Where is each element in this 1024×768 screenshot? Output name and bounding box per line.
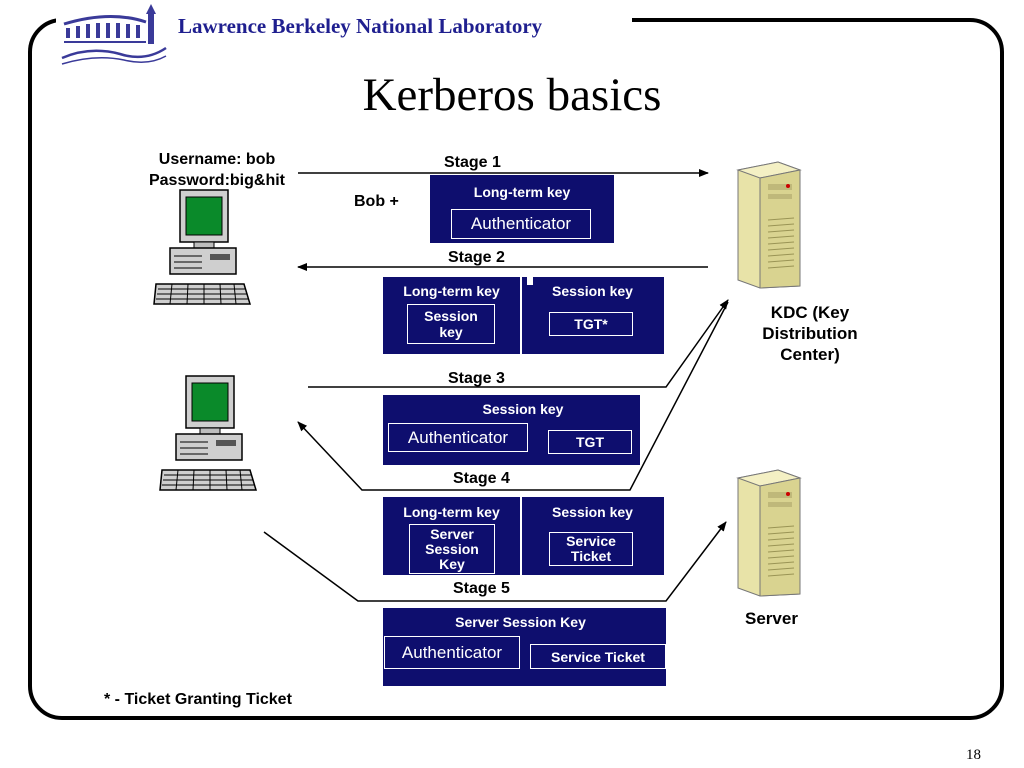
message-2-box: Long-term key Session key Session key TG… <box>383 277 664 354</box>
message-5-header: Server Session Key <box>455 614 586 630</box>
stage-5-label: Stage 5 <box>453 580 510 597</box>
message-2-right-header: Session key <box>552 283 633 299</box>
message-5-service-ticket: Service Ticket <box>530 644 666 669</box>
footnote: * - Ticket Granting Ticket <box>104 691 292 708</box>
client-computer-icon <box>152 188 252 308</box>
arrow-stage3 <box>308 299 729 388</box>
stage-3-label: Stage 3 <box>448 370 505 387</box>
message-4-divider <box>520 497 522 575</box>
message-4-server-session-key: Server Session Key <box>409 524 495 574</box>
message-4-right-header: Session key <box>552 504 633 520</box>
client-computer-icon-2 <box>158 374 258 494</box>
lbnl-logo-graphic <box>61 4 167 65</box>
message-3-box: Session key Authenticator TGT <box>383 395 640 465</box>
message-2-tgt: TGT* <box>549 312 633 336</box>
server-tower-icon <box>736 469 802 597</box>
message-1-authenticator: Authenticator <box>451 209 591 239</box>
stage-2-label: Stage 2 <box>448 249 505 266</box>
lbnl-logo <box>60 2 168 68</box>
computer-icon <box>159 375 258 491</box>
stage-1-label: Stage 1 <box>444 154 501 171</box>
message-4-service-ticket: Service Ticket <box>549 532 633 566</box>
arrow-stage4 <box>297 301 729 491</box>
message-3-authenticator: Authenticator <box>388 423 528 452</box>
bob-label: Bob + <box>354 193 399 210</box>
message-4-left-header: Long-term key <box>403 504 500 520</box>
message-5-authenticator: Authenticator <box>384 636 520 669</box>
arrow-stage5 <box>263 521 727 602</box>
service-server-icon <box>734 468 804 598</box>
password-label: Password:big&hit <box>148 172 285 189</box>
computer-icon <box>153 189 252 305</box>
stage-4-label: Stage 4 <box>453 470 510 487</box>
server-tower-icon <box>736 161 802 289</box>
message-5-box: Server Session Key Authenticator Service… <box>383 608 666 686</box>
server-label: Server <box>745 609 798 628</box>
message-2-session-key: Session key <box>407 304 495 344</box>
message-4-box: Long-term key Session key Server Session… <box>383 497 664 575</box>
kdc-label: KDC (Key Distribution Center) <box>762 303 858 364</box>
message-3-tgt: TGT <box>548 430 632 454</box>
username-label: Username: bob <box>158 151 276 168</box>
kdc-server-icon <box>734 160 804 290</box>
message-3-header: Session key <box>482 401 564 417</box>
lab-name: Lawrence Berkeley National Laboratory <box>178 14 543 38</box>
message-2-divider <box>520 277 522 354</box>
message-1-box: Long-term key Authenticator <box>430 175 614 243</box>
message-2-notch <box>527 277 533 285</box>
message-2-left-header: Long-term key <box>403 283 500 299</box>
slide-title: Kerberos basics <box>362 69 662 121</box>
page-number: 18 <box>966 747 981 763</box>
message-1-header: Long-term key <box>473 184 571 200</box>
